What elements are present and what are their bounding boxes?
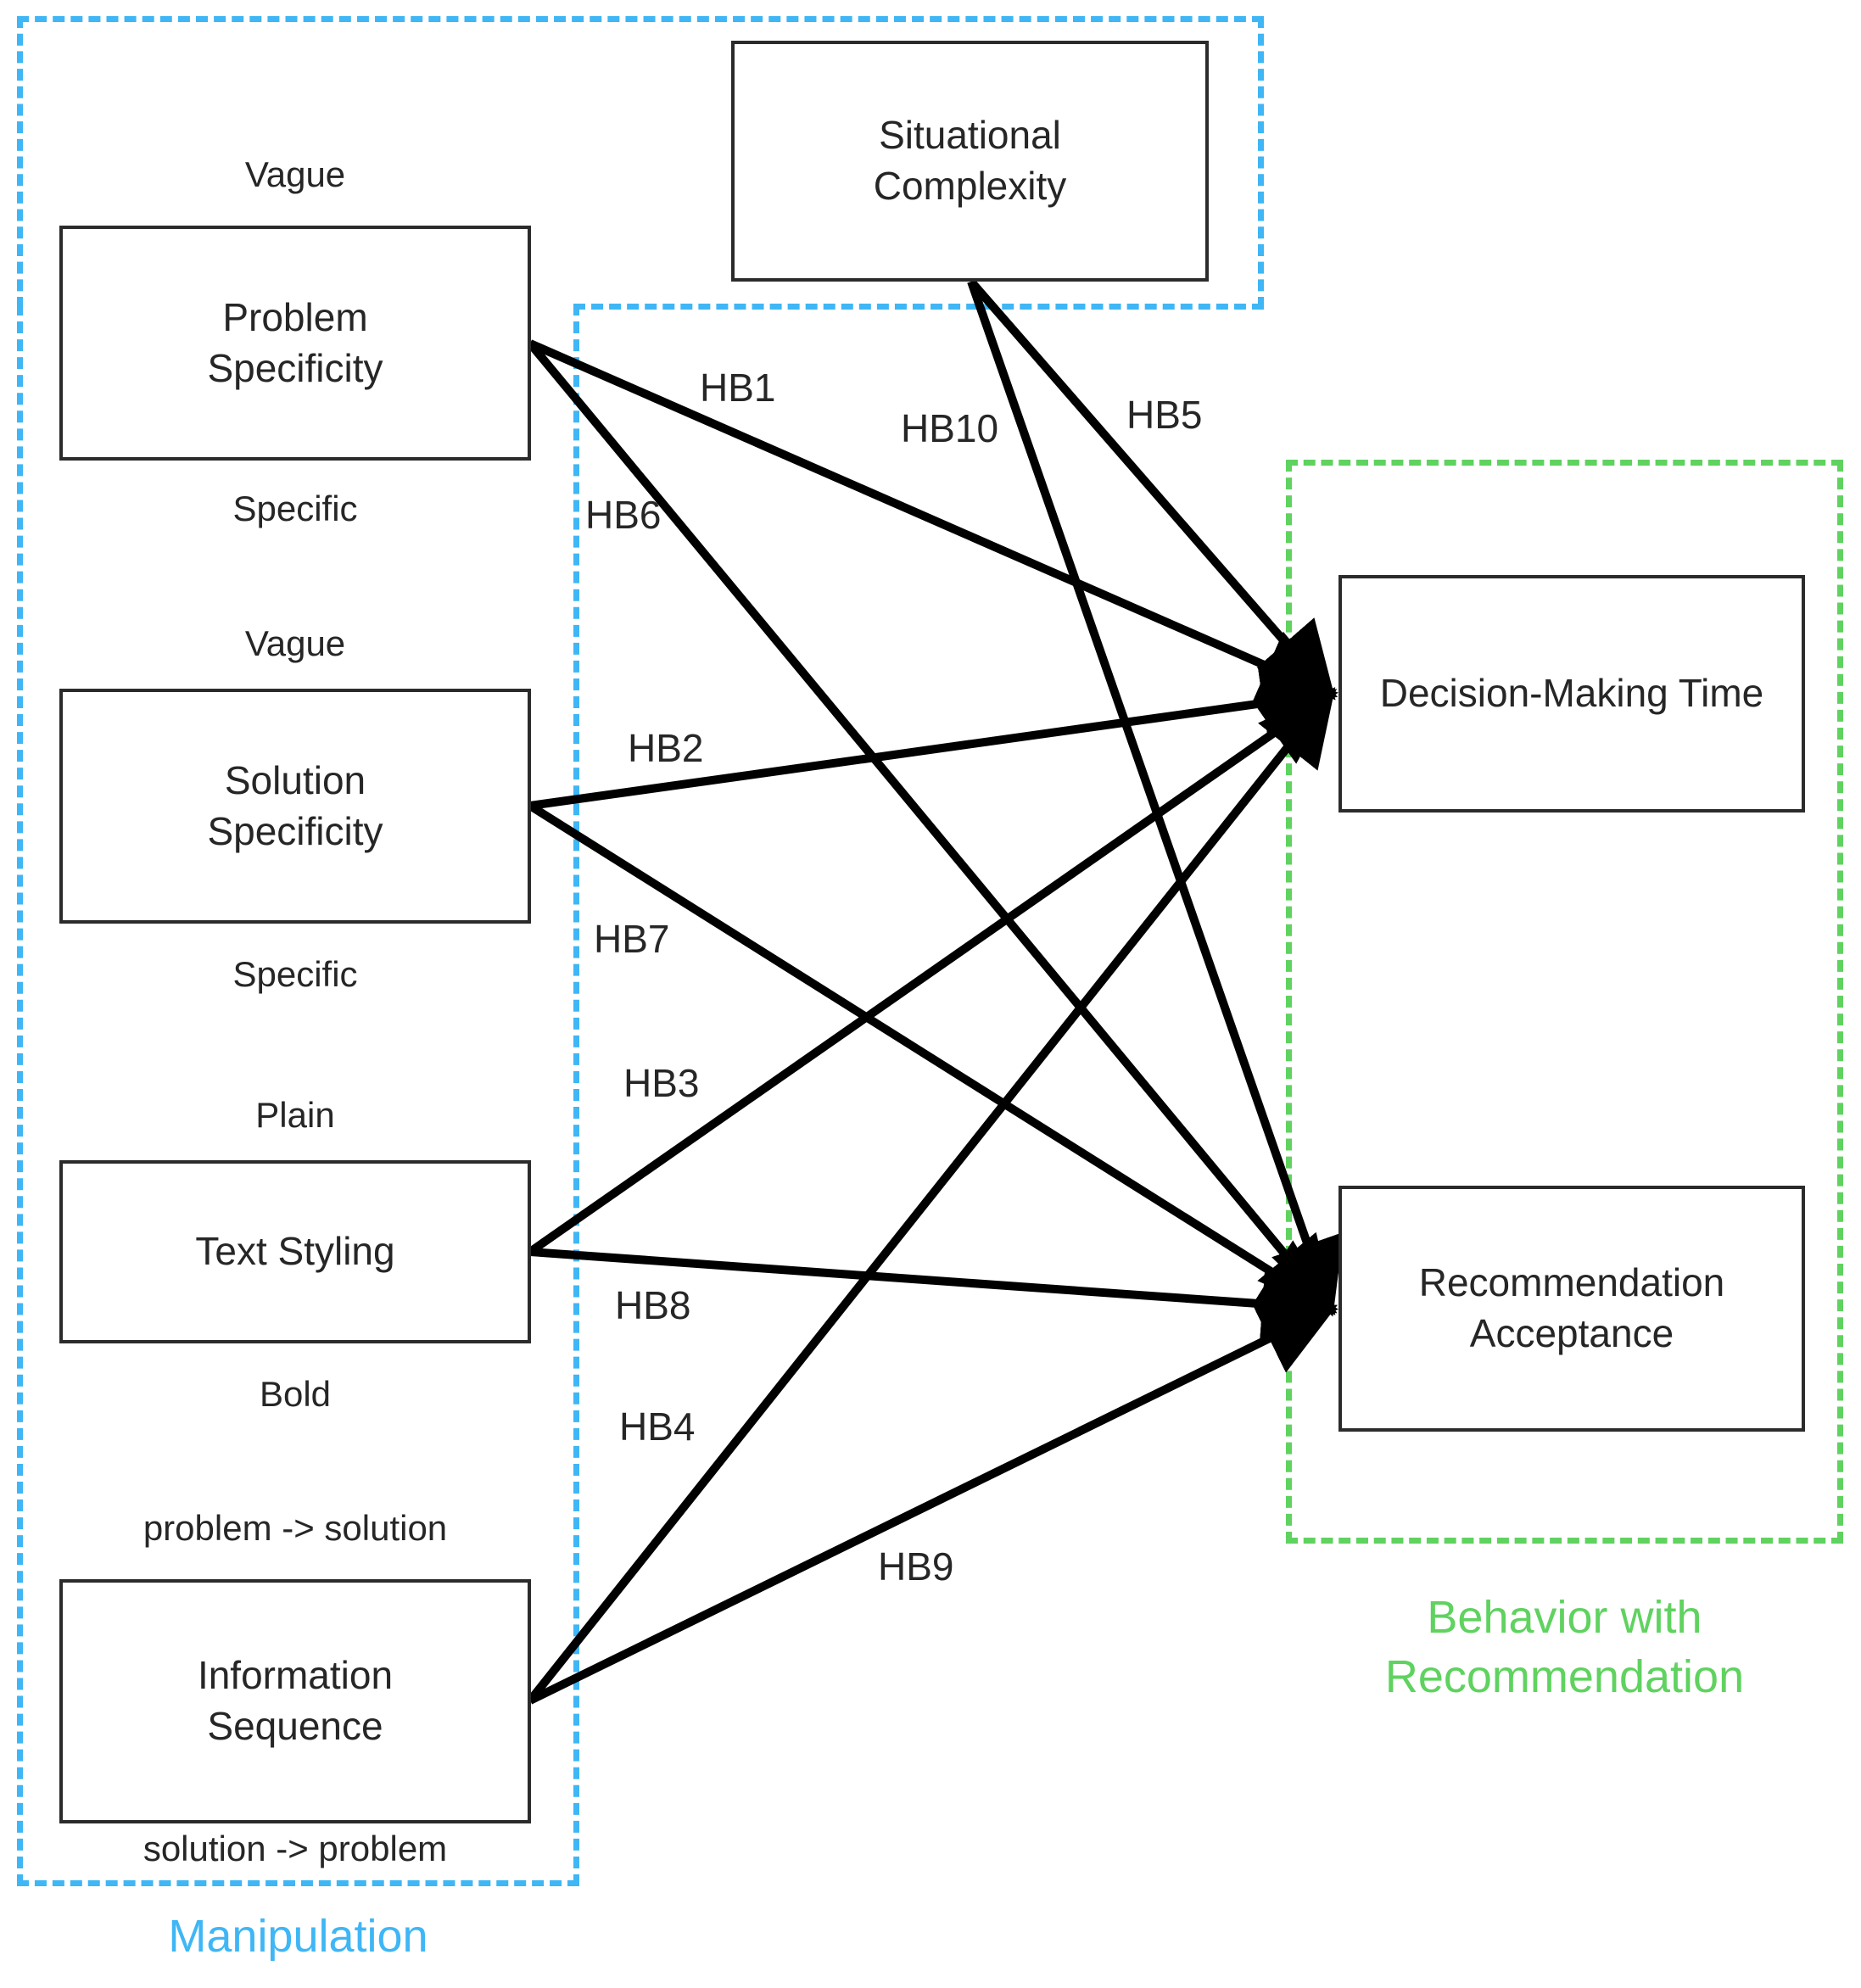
edge-HB9 (528, 1304, 1338, 1705)
anchor-solution-specificity-top: Vague (244, 623, 346, 663)
node-text-styling[interactable]: Text Styling (59, 1160, 531, 1343)
edge-label-HB4: HB4 (619, 1404, 696, 1449)
node-solution-specificity-label: Solution Specificity (207, 757, 383, 853)
edge-label-HB8: HB8 (615, 1283, 691, 1327)
edge-label-HB7: HB7 (594, 917, 670, 961)
edge-HB5 (968, 278, 1336, 701)
group-caption-manipulation: Manipulation (168, 1911, 428, 1962)
anchor-problem-specificity-bottom: Specific (232, 489, 358, 528)
node-situational-complexity-label: Situational Complexity (873, 113, 1067, 208)
group-manipulation-top (17, 16, 1264, 309)
node-decision-making-time-label: Decision-Making Time (1379, 671, 1764, 716)
node-problem-specificity[interactable]: Problem Specificity (59, 226, 531, 461)
anchor-solution-specificity-bottom: Specific (232, 954, 358, 994)
node-information-sequence-label: Information Sequence (197, 1653, 394, 1748)
group-caption-behavior-with-recommendation: Behavior with Recommendation (1384, 1592, 1745, 1703)
edge-label-HB3: HB3 (623, 1061, 700, 1105)
group-manipulation-top-hline (573, 304, 1264, 310)
node-solution-specificity[interactable]: Solution Specificity (59, 689, 531, 924)
edge-label-HB2: HB2 (628, 726, 704, 770)
node-information-sequence[interactable]: Information Sequence (59, 1579, 531, 1823)
anchor-problem-specificity-top: Vague (244, 154, 346, 194)
anchor-text-styling-top: Plain (255, 1095, 335, 1135)
edge-label-HB1: HB1 (700, 366, 776, 410)
edge-HB7 (528, 801, 1338, 1314)
anchor-information-sequence-bottom: solution -> problem (143, 1829, 448, 1868)
edge-label-HB10: HB10 (901, 406, 999, 450)
node-recommendation-acceptance-label: Recommendation Acceptance (1418, 1260, 1725, 1355)
node-decision-making-time[interactable]: Decision-Making Time (1338, 575, 1805, 813)
node-recommendation-acceptance[interactable]: Recommendation Acceptance (1338, 1186, 1805, 1432)
anchor-text-styling-bottom: Bold (259, 1374, 332, 1414)
edge-label-HB5: HB5 (1126, 393, 1203, 437)
node-text-styling-label: Text Styling (195, 1229, 395, 1274)
edge-label-HB6: HB6 (585, 493, 662, 537)
node-situational-complexity[interactable]: Situational Complexity (731, 41, 1209, 282)
node-problem-specificity-label: Problem Specificity (207, 294, 383, 390)
edge-label-HB9: HB9 (878, 1544, 954, 1589)
anchor-information-sequence-top: problem -> solution (143, 1508, 448, 1548)
edge-HB6 (527, 340, 1336, 1315)
edge-HB3 (528, 689, 1338, 1256)
